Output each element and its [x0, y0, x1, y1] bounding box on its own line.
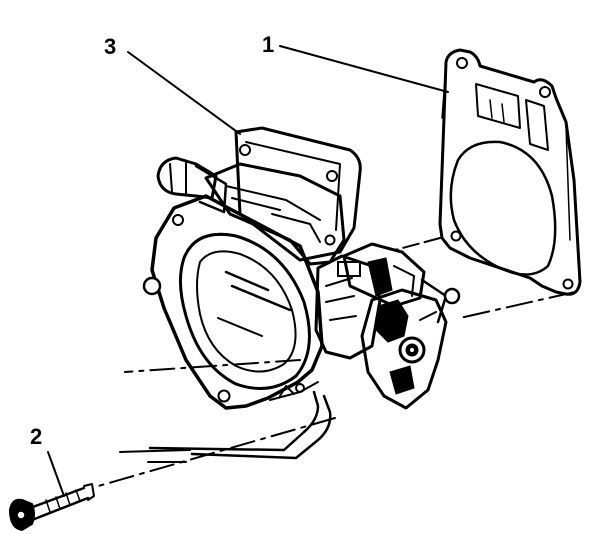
throttle-actuator-housing [119, 242, 461, 463]
throttle-body-gasket [438, 48, 582, 296]
callout-2: 2 [30, 424, 65, 497]
callout-label-3: 3 [104, 34, 116, 59]
callout-label-2: 2 [30, 424, 42, 449]
callout-1: 1 [262, 32, 449, 93]
mounting-bolt [8, 483, 95, 532]
throttle-body [142, 126, 362, 410]
callout-3: 3 [104, 34, 241, 135]
callout-label-1: 1 [262, 32, 274, 57]
assembly-centerline [94, 237, 576, 488]
